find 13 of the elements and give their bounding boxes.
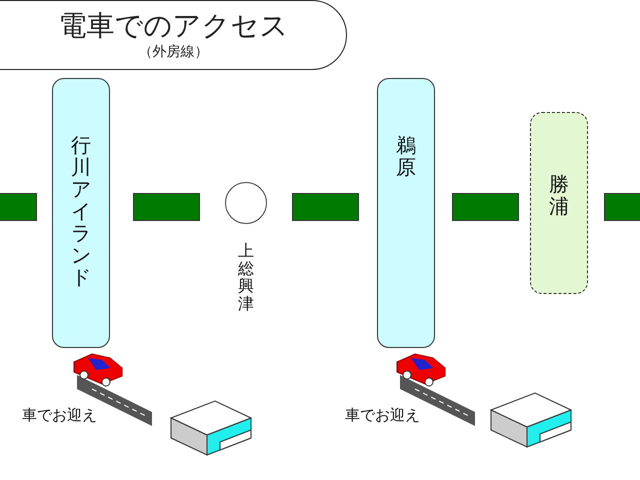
title-text: 電車でのアクセス [58, 9, 288, 43]
station-box [377, 78, 435, 348]
dashed-station-box [530, 112, 588, 294]
subtitle-text: （外房線） [138, 42, 208, 61]
station-box [52, 78, 110, 348]
station-name: 上総興津 [238, 242, 254, 312]
station-name: 行川アイランド [71, 134, 91, 291]
station-name: 勝浦 [549, 173, 569, 220]
pickup-note: 車でお迎え [345, 406, 420, 425]
station-name: 鵜原 [396, 134, 416, 181]
pickup-note: 車でお迎え [22, 406, 97, 425]
station-circle [225, 182, 267, 224]
title-banner [0, 0, 347, 70]
